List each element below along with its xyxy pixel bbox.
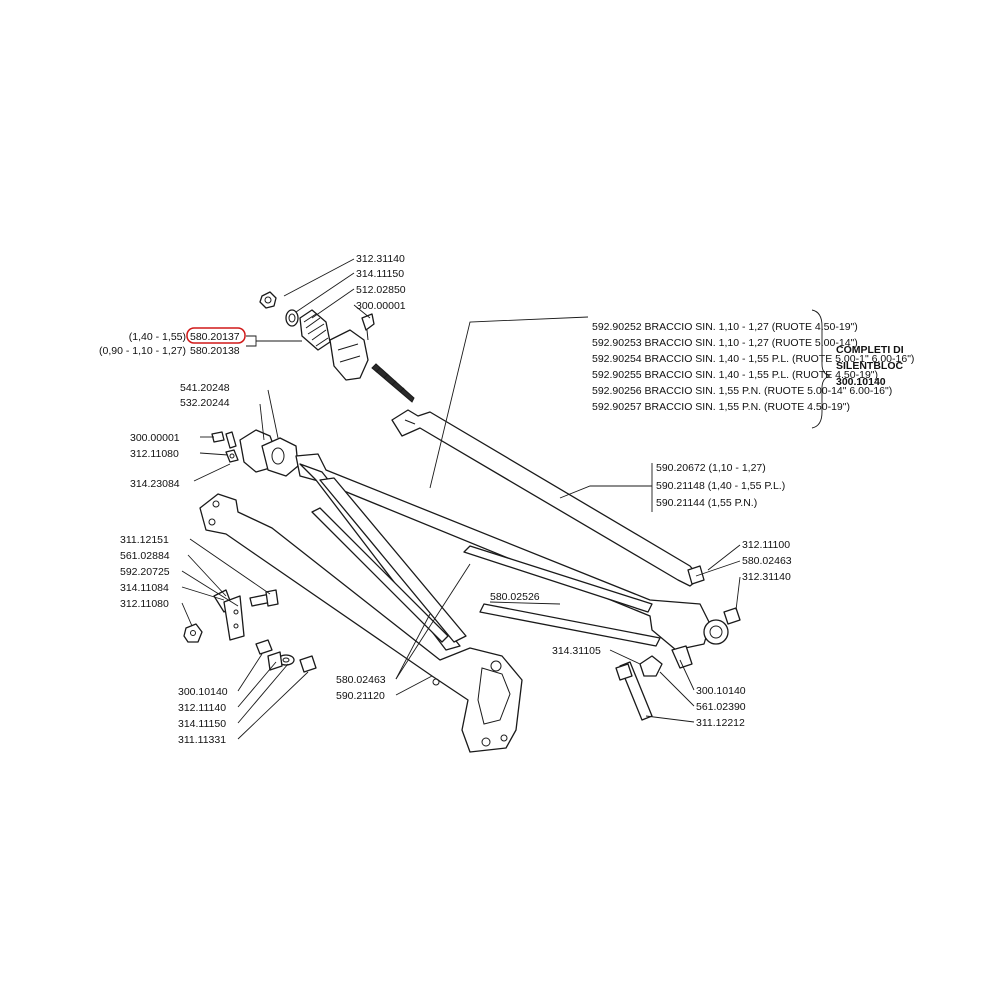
label-561-02884: 561.02884 [120,550,170,562]
label-592-20725: 592.20725 [120,566,170,578]
braccio-item: 592.90256 BRACCIO SIN. 1,55 P.N. (RUOTE … [592,385,892,397]
rod-item: 590.20672 (1,10 - 1,27) [656,462,766,474]
rod-item: 590.21148 (1,40 - 1,55 P.L.) [656,480,785,492]
label-314-11150-lower: 314.11150 [178,718,226,730]
label-561-02390: 561.02390 [696,701,746,713]
label-300-00001-left: 300.00001 [130,432,180,444]
completi-note: COMPLETI DI SILENTBLOC 300.10140 [836,344,904,388]
highlight-580-20137 [186,327,246,344]
label-580-02463-right: 580.02463 [742,555,792,567]
label-541-20248: 541.20248 [180,382,230,394]
label-580-20137: 580.20137 [190,331,240,343]
label-range-090-127: (0,90 - 1,10 - 1,27) [99,345,186,357]
label-590-21120: 590.21120 [336,690,385,702]
label-580-20138: 580.20138 [190,345,240,357]
left-bracket [183,589,279,643]
completi-line: SILENTBLOC [836,360,903,372]
braccio-item: 592.90252 BRACCIO SIN. 1,10 - 1,27 (RUOT… [592,321,858,333]
label-580-02463-bottom: 580.02463 [336,674,386,686]
part-labels: 312.31140 314.11150 512.02850 300.00001 … [99,253,792,746]
ball-joint [329,313,375,381]
label-512-02850: 512.02850 [356,284,406,296]
label-314-11150-top: 314.11150 [356,268,404,280]
label-311-11331: 311.11331 [178,734,226,746]
loose-bars [311,507,661,647]
label-312-11100: 312.11100 [742,539,790,551]
label-312-11080-lower: 312.11080 [120,598,169,610]
label-range-140-155: (1,40 - 1,55) [129,331,186,343]
label-312-11140: 312.11140 [178,702,226,714]
frame-arm [199,493,523,753]
label-311-12151: 311.12151 [120,534,169,546]
label-312-31140-right: 312.31140 [742,571,791,583]
label-314-23084: 314.23084 [130,478,180,490]
leader-lines [181,258,741,740]
braccio-list: 592.90252 BRACCIO SIN. 1,10 - 1,27 (RUOT… [592,321,914,413]
label-314-11084: 314.11084 [120,582,169,594]
boot-assembly [259,291,331,351]
label-300-10140-left: 300.10140 [178,686,228,698]
label-312-11080-left: 312.11080 [130,448,179,460]
tie-rod [371,363,701,587]
completi-line: COMPLETI DI [836,344,904,356]
bolt-set-left [255,639,317,673]
label-311-12212: 311.12212 [696,717,745,729]
label-300-10140-right: 300.10140 [696,685,746,697]
braccio-item: 592.90257 BRACCIO SIN. 1,55 P.N. (RUOTE … [592,401,850,413]
label-532-20244: 532.20244 [180,397,230,409]
upper-bracket [211,429,299,477]
braccio-item: 592.90255 BRACCIO SIN. 1,40 - 1,55 P.L. … [592,369,878,381]
label-312-31140-top: 312.31140 [356,253,405,265]
rod-item: 590.21144 (1,55 P.N.) [656,497,757,509]
right-hardware [615,565,741,721]
braccio-item: 592.90253 BRACCIO SIN. 1,10 - 1,27 (RUOT… [592,337,858,349]
v-arm [295,453,729,651]
completi-line: 300.10140 [836,376,886,388]
label-300-00001-top: 300.00001 [356,300,406,312]
label-314-31105: 314.31105 [552,645,601,657]
label-580-02526: 580.02526 [490,591,540,603]
braccio-item: 592.90254 BRACCIO SIN. 1,40 - 1,55 P.L. … [592,353,914,365]
rod-list: 590.20672 (1,10 - 1,27) 590.21148 (1,40 … [656,462,785,509]
brace [811,309,831,429]
parts-drawing [183,291,831,753]
